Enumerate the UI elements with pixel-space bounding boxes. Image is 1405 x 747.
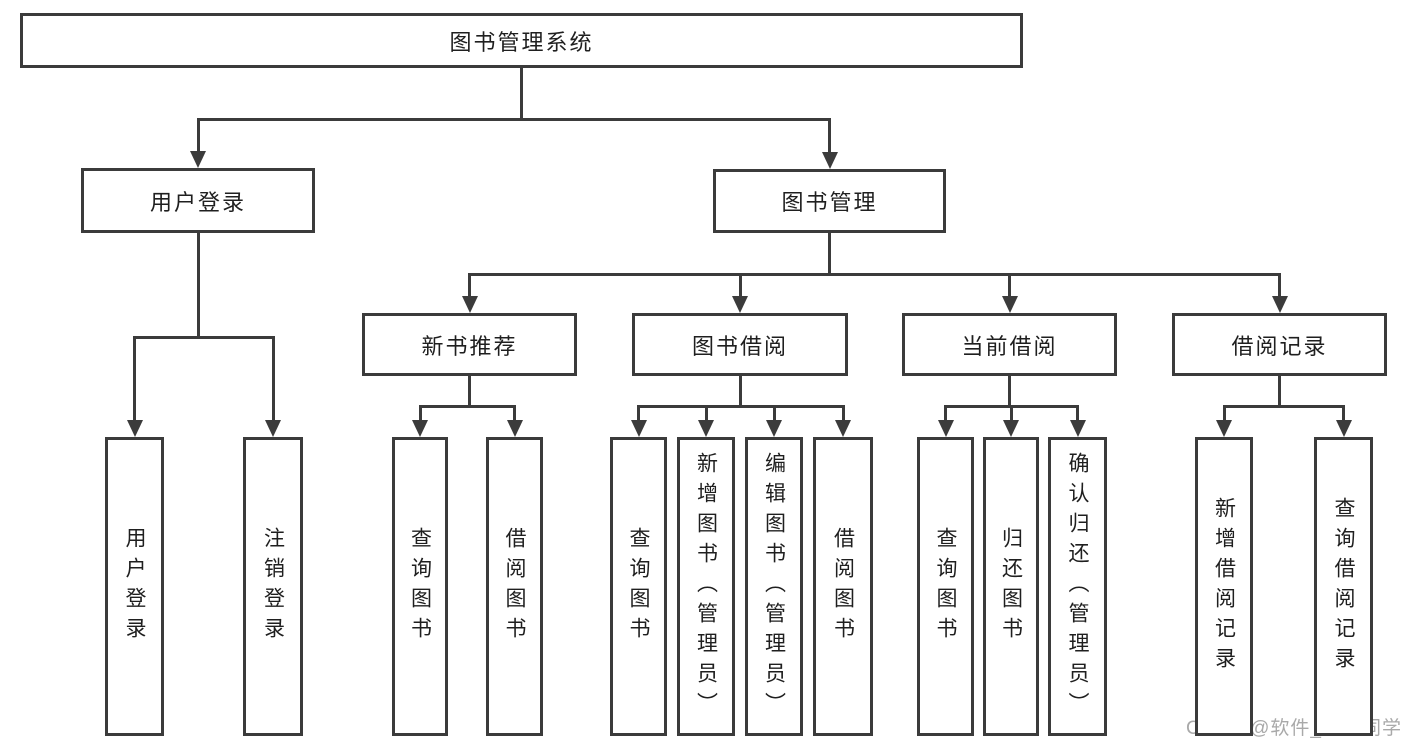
node-bb-borrow-books: 借阅图书	[813, 437, 873, 736]
arrowhead-down-icon	[732, 296, 748, 313]
connector-line	[520, 68, 523, 121]
connector-line	[418, 405, 516, 408]
arrowhead-down-icon	[126, 420, 143, 437]
arrowhead-down-icon	[698, 420, 714, 437]
connector-line	[1008, 376, 1011, 408]
node-book-borrow: 图书借阅	[632, 313, 848, 376]
connector-line	[133, 336, 275, 339]
node-logout: 注销登录	[243, 437, 303, 736]
connector-line	[271, 336, 275, 420]
node-br-query-record: 查询借阅记录	[1314, 437, 1373, 736]
connector-line	[944, 405, 947, 420]
node-cb-query-books: 查询图书	[917, 437, 974, 736]
node-cb-confirm-return: 确认归还（管理员）	[1048, 437, 1107, 736]
connector-line	[1076, 405, 1079, 420]
node-rec-query-books: 查询图书	[392, 437, 448, 736]
node-rec-borrow-books: 借阅图书	[486, 437, 543, 736]
connector-line	[704, 405, 708, 420]
connector-line	[418, 405, 422, 420]
connector-line	[513, 405, 516, 420]
connector-line	[828, 233, 831, 276]
arrowhead-down-icon	[265, 420, 281, 437]
connector-line	[468, 376, 471, 408]
node-user-login: 用户登录	[81, 168, 315, 233]
connector-line	[1342, 405, 1345, 420]
connector-line	[828, 118, 831, 152]
arrowhead-down-icon	[506, 420, 523, 437]
node-current-borrow: 当前借阅	[902, 313, 1117, 376]
node-br-add-record: 新增借阅记录	[1195, 437, 1253, 736]
arrowhead-down-icon	[1271, 296, 1288, 313]
connector-line	[1008, 273, 1011, 296]
connector-line	[196, 118, 831, 121]
node-borrow-records: 借阅记录	[1172, 313, 1387, 376]
connector-line	[1278, 376, 1281, 408]
node-bb-edit-books: 编辑图书（管理员）	[745, 437, 803, 736]
connector-line	[841, 405, 845, 420]
arrowhead-down-icon	[1003, 420, 1019, 437]
arrowhead-down-icon	[190, 151, 206, 168]
node-bb-add-books: 新增图书（管理员）	[677, 437, 735, 736]
arrowhead-down-icon	[1335, 420, 1352, 437]
node-book-mgmt: 图书管理	[713, 169, 946, 233]
connector-line	[637, 405, 640, 420]
arrowhead-down-icon	[835, 420, 851, 437]
connector-line	[1278, 273, 1281, 296]
arrowhead-down-icon	[821, 152, 838, 169]
arrowhead-down-icon	[1216, 420, 1232, 437]
connector-line	[133, 336, 136, 420]
node-cb-return-books: 归还图书	[983, 437, 1039, 736]
connector-line	[1222, 405, 1345, 408]
connector-line	[1222, 405, 1226, 420]
connector-line	[772, 405, 776, 420]
connector-line	[196, 233, 200, 339]
connector-line	[637, 405, 845, 408]
node-login: 用户登录	[105, 437, 164, 736]
node-root: 图书管理系统	[20, 13, 1023, 68]
arrowhead-down-icon	[412, 420, 428, 437]
arrowhead-down-icon	[630, 420, 647, 437]
arrowhead-down-icon	[1069, 420, 1086, 437]
connector-line	[468, 273, 1281, 276]
arrowhead-down-icon	[1001, 296, 1018, 313]
arrowhead-down-icon	[461, 296, 478, 313]
connector-line	[196, 118, 200, 151]
arrowhead-down-icon	[766, 420, 782, 437]
node-new-book-rec: 新书推荐	[362, 313, 577, 376]
connector-line	[468, 273, 471, 296]
connector-line	[738, 376, 742, 408]
connector-line	[1009, 405, 1013, 420]
node-bb-query-books: 查询图书	[610, 437, 667, 736]
arrowhead-down-icon	[937, 420, 954, 437]
connector-line	[738, 273, 742, 296]
